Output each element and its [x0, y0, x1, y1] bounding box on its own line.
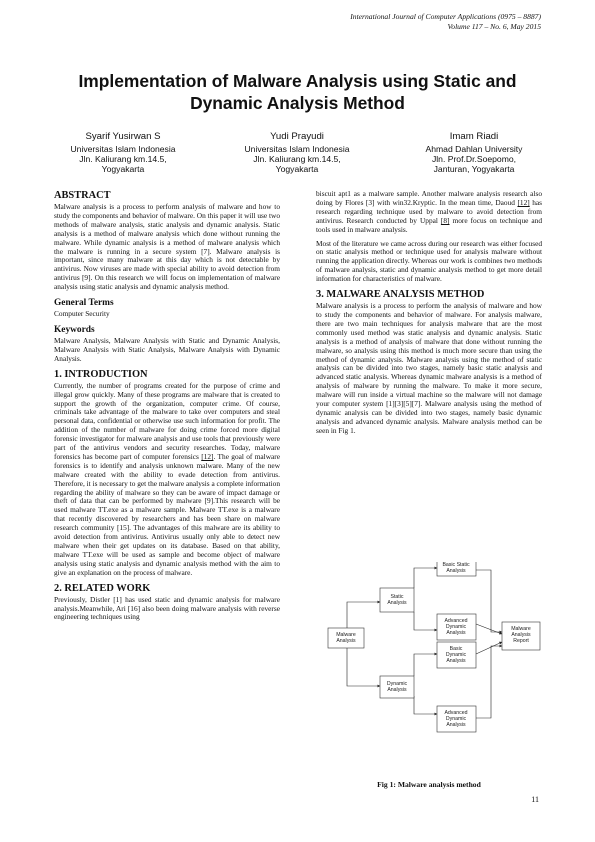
introduction-paragraph: Currently, the number of programs create…	[54, 380, 280, 577]
related-work-continued: biscuit apt1 as a malware sample. Anothe…	[316, 189, 542, 234]
general-terms-text: Computer Security	[54, 309, 110, 319]
citation-link[interactable]: [12]	[201, 451, 214, 461]
author-city: Janturan, Yogyakarta	[433, 164, 515, 175]
citation-link[interactable]: [8]	[440, 215, 450, 225]
author-address: Jln. Kaliurang km.14.5,	[253, 154, 341, 165]
box-basic-static-analysis	[436, 562, 477, 577]
paper-title: Implementation of Malware Analysis using…	[78, 71, 517, 113]
author-city: Yogyakarta	[101, 164, 145, 175]
author-name: Imam Riadi	[449, 131, 499, 142]
keywords-heading: Keywords	[54, 324, 95, 335]
box-advanced-dynamic-analysis	[436, 705, 477, 733]
method-heading: 3. MALWARE ANALYSIS METHOD	[316, 289, 485, 301]
author-address: Jln. Prof.Dr.Soepomo,	[431, 154, 517, 165]
figure-caption: Fig 1: Malware analysis method	[377, 780, 481, 789]
journal-name: International Journal of Computer Applic…	[350, 12, 541, 21]
box-malware-analysis-report	[501, 621, 541, 651]
introduction-heading: 1. INTRODUCTION	[54, 368, 148, 380]
related-work-heading: 2. RELATED WORK	[54, 582, 151, 594]
abstract-text: Malware analysis is a process to perform…	[54, 202, 280, 292]
box-basic-dynamic-analysis	[436, 641, 477, 669]
author-affiliation: Ahmad Dahlan University	[425, 144, 523, 154]
author-3: Imam Riadi Ahmad Dahlan University Jln. …	[389, 131, 559, 175]
author-city: Yogyakarta	[275, 164, 319, 175]
related-work-paragraph-2: Most of the literature we came across du…	[316, 238, 542, 284]
author-name: Yudi Prayudi	[270, 131, 324, 142]
author-address: Jln. Kaliurang km.14.5,	[79, 154, 167, 165]
general-terms-heading: General Terms	[54, 298, 114, 309]
box-advanced-static-analysis	[436, 613, 477, 641]
keywords-text: Malware Analysis, Malware Analysis with …	[54, 335, 280, 363]
citation-link[interactable]: [12]	[517, 197, 530, 207]
author-affiliation: Universitas Islam Indonesia	[244, 144, 350, 154]
method-paragraph: Malware analysis is a process to perform…	[316, 301, 542, 435]
box-static-analysis	[379, 587, 415, 613]
author-affiliation: Universitas Islam Indonesia	[70, 144, 176, 154]
related-work-paragraph: Previously, Distler [1] has used static …	[54, 594, 280, 622]
author-name: Syarif Yusirwan S	[85, 131, 161, 142]
author-1: Syarif Yusirwan S Universitas Islam Indo…	[38, 131, 208, 175]
author-2: Yudi Prayudi Universitas Islam Indonesia…	[212, 131, 382, 175]
box-malware-analysis	[327, 627, 365, 649]
page-number: 11	[531, 795, 539, 804]
abstract-heading: ABSTRACT	[54, 190, 111, 201]
journal-volume: Volume 117 – No. 6, May 2015	[447, 22, 541, 31]
running-header: International Journal of Computer Applic…	[350, 12, 541, 32]
box-dynamic-analysis	[379, 675, 415, 699]
right-column: biscuit apt1 as a malware sample. Anothe…	[316, 189, 542, 438]
left-column: ABSTRACT Malware analysis is a process t…	[54, 190, 280, 624]
